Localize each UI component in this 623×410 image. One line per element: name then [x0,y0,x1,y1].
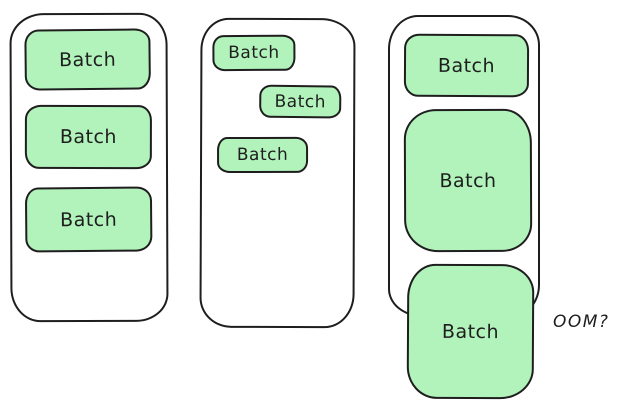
memory-container-middle: Batch Batch Batch [199,17,356,329]
batch-box-overflowing: Batch [406,263,535,400]
memory-container-left: Batch Batch Batch [9,12,169,323]
batch-box: Batch [403,33,530,98]
batch-box: Batch [24,186,153,253]
batch-box: Batch [212,34,296,72]
batch-box: Batch [24,28,151,91]
batch-box: Batch [259,84,342,119]
batch-box: Batch [217,136,309,174]
batch-box: Batch [24,104,152,170]
batch-box: Batch [403,108,533,253]
oom-label: OOM? [553,312,610,332]
memory-container-right: Batch Batch Batch [388,15,540,400]
